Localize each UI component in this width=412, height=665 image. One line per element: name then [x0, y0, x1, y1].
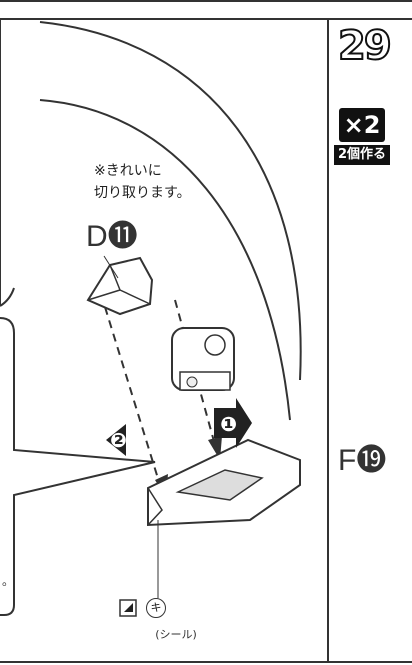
order-marker-first: ❶	[220, 412, 237, 436]
quantity-badge: ×2	[339, 108, 385, 142]
part-f-label: F⓳	[338, 444, 387, 477]
sticker-label: (シール)	[155, 628, 197, 641]
base-part-drawing	[147, 438, 301, 527]
cut-note: ※きれいに 切り取ります。	[94, 163, 191, 201]
bottom-border	[0, 661, 412, 663]
order-marker-second: ❷	[110, 428, 127, 452]
sentence-dot: 。	[2, 574, 15, 588]
top-border-inner	[0, 18, 412, 20]
sticker-mark: キ	[146, 598, 166, 618]
top-border	[0, 0, 412, 2]
step-number: 29	[337, 23, 393, 69]
callout-graphics	[0, 20, 302, 617]
column-divider	[327, 18, 329, 663]
joint-part-drawing	[171, 327, 235, 391]
make-count-label: 2個作る	[334, 145, 390, 165]
part-d-drawing	[86, 256, 154, 316]
part-d-label: D⓫	[86, 220, 138, 253]
